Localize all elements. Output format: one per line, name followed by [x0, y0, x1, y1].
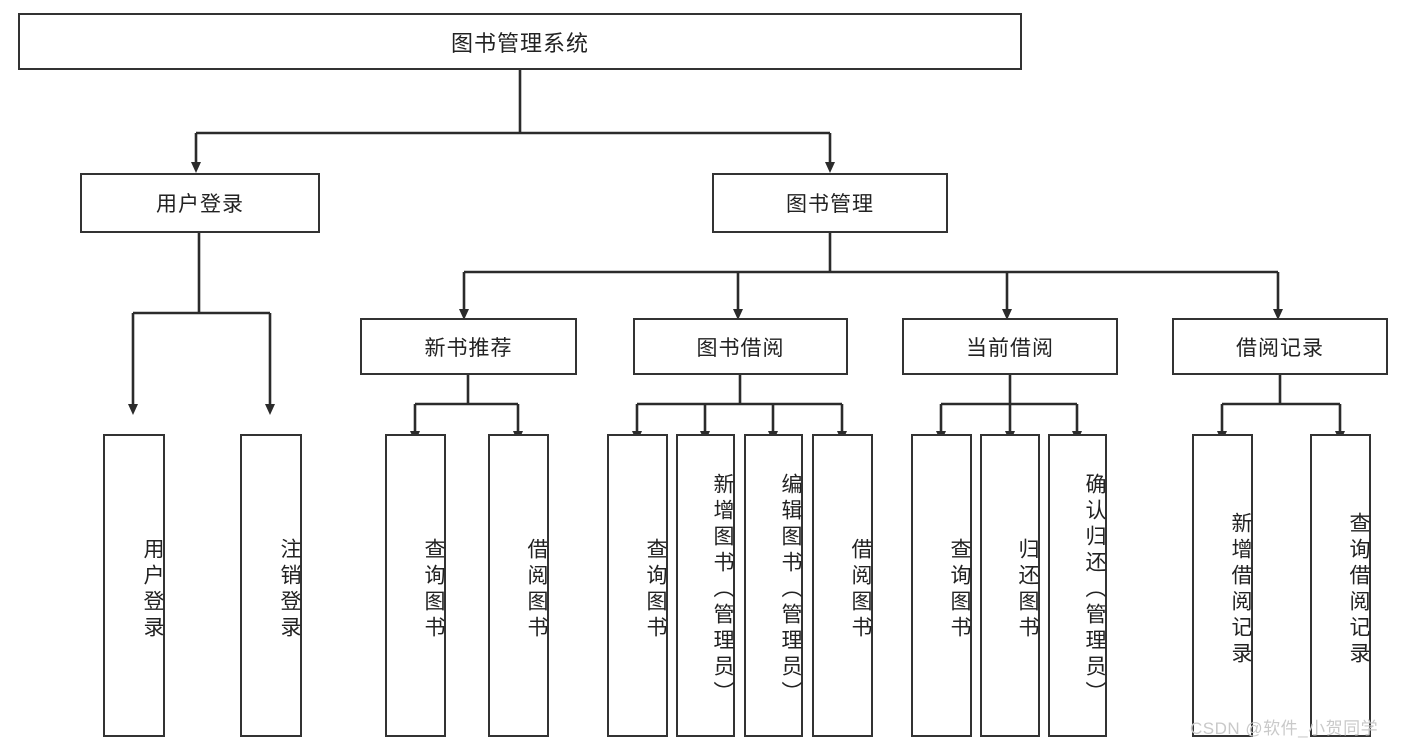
node-new-book-recommend[interactable]: 新书推荐: [360, 318, 577, 375]
node-leaf-borrow-book-1[interactable]: 借阅图书: [488, 434, 549, 737]
node-label: 归还图书: [1016, 537, 1039, 642]
node-label: 新增图书（管理员）: [711, 472, 734, 707]
node-label: 查询借阅记录: [1347, 511, 1370, 668]
node-leaf-add-record[interactable]: 新增借阅记录: [1192, 434, 1253, 737]
node-leaf-query-book-1[interactable]: 查询图书: [385, 434, 446, 737]
watermark-text: CSDN @软件_小贺同学: [1190, 719, 1379, 738]
node-borrow-record[interactable]: 借阅记录: [1172, 318, 1388, 375]
node-book-management[interactable]: 图书管理: [712, 173, 948, 233]
node-label: 注销登录: [278, 537, 301, 642]
node-leaf-add-book[interactable]: 新增图书（管理员）: [676, 434, 735, 737]
node-label: 新书推荐: [424, 336, 513, 360]
node-leaf-borrow-book-2[interactable]: 借阅图书: [812, 434, 873, 737]
node-label: 借阅记录: [1236, 336, 1324, 360]
node-leaf-query-book-3[interactable]: 查询图书: [911, 434, 972, 737]
node-label: 查询图书: [422, 537, 445, 642]
node-leaf-confirm-return[interactable]: 确认归还（管理员）: [1048, 434, 1107, 737]
node-label: 用户登录: [156, 193, 244, 216]
node-label: 编辑图书（管理员）: [779, 472, 802, 707]
node-leaf-user-login[interactable]: 用户登录: [103, 434, 165, 737]
node-label: 用户登录: [141, 537, 164, 642]
node-current-borrow[interactable]: 当前借阅: [902, 318, 1118, 375]
node-label: 图书管理系统: [450, 30, 589, 56]
node-label: 图书借阅: [696, 336, 785, 360]
node-label: 当前借阅: [966, 336, 1054, 360]
node-book-borrow[interactable]: 图书借阅: [633, 318, 848, 375]
node-leaf-return-book[interactable]: 归还图书: [980, 434, 1040, 737]
node-user-login[interactable]: 用户登录: [80, 173, 320, 233]
node-leaf-logout[interactable]: 注销登录: [240, 434, 302, 737]
node-label: 新增借阅记录: [1229, 511, 1252, 668]
node-leaf-edit-book[interactable]: 编辑图书（管理员）: [744, 434, 803, 737]
node-label: 借阅图书: [849, 537, 872, 642]
node-label: 借阅图书: [525, 537, 548, 642]
node-label: 查询图书: [948, 537, 971, 642]
node-label: 图书管理: [786, 193, 874, 216]
node-label: 查询图书: [644, 537, 667, 642]
node-leaf-query-book-2[interactable]: 查询图书: [607, 434, 668, 737]
node-label: 确认归还（管理员）: [1083, 472, 1106, 707]
node-leaf-query-record[interactable]: 查询借阅记录: [1310, 434, 1371, 737]
node-root-system[interactable]: 图书管理系统: [18, 13, 1022, 70]
